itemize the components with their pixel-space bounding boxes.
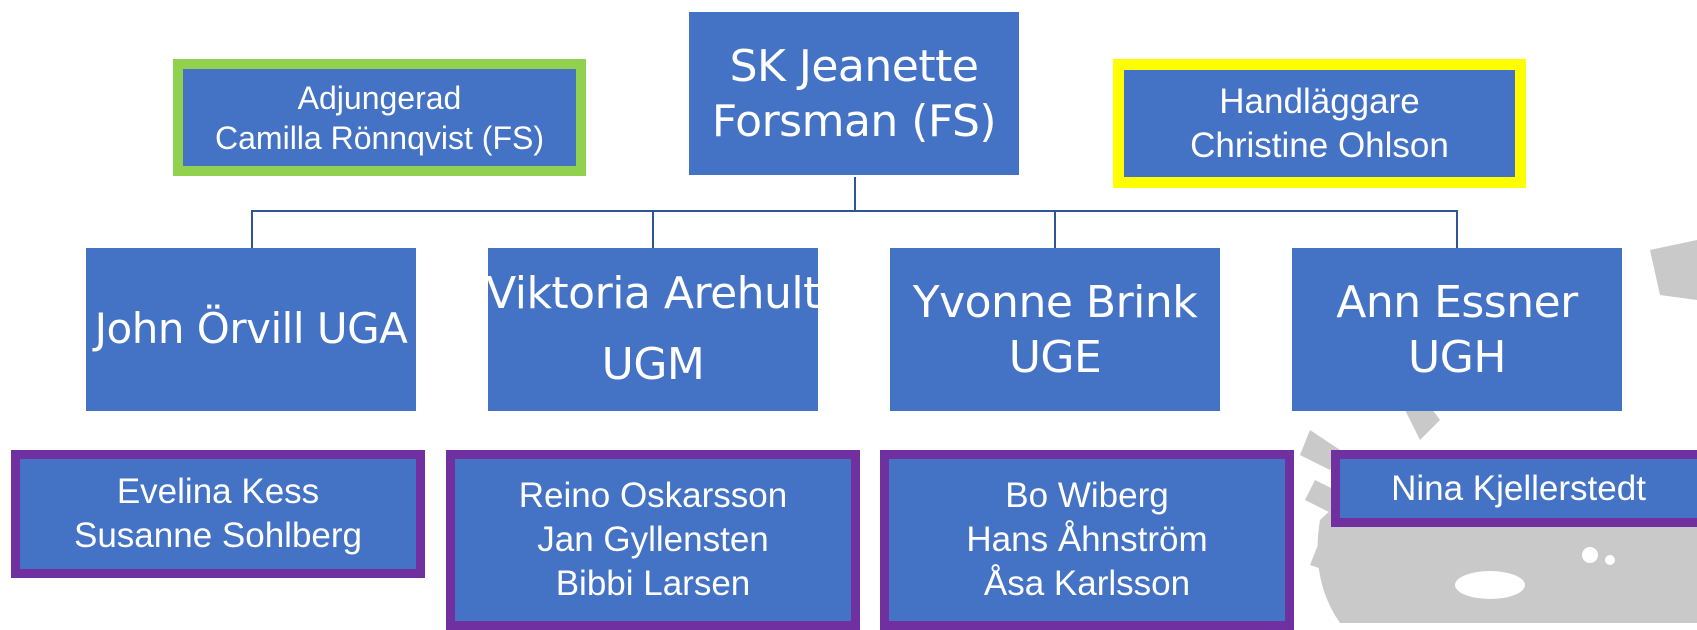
member-name: Evelina Kess xyxy=(116,472,320,512)
members-box-ugh: Nina Kjellerstedt xyxy=(1331,450,1697,527)
adjunct-box: Adjungerad Camilla Rönnqvist (FS) xyxy=(173,59,586,176)
unit-uga-line-1: John Örvill UGA xyxy=(94,304,408,354)
connector-drop-1 xyxy=(251,210,253,248)
unit-box-uga: John Örvill UGA xyxy=(86,248,416,411)
unit-box-uge: Yvonne Brink UGE xyxy=(890,248,1220,411)
member-name: Bibbi Larsen xyxy=(555,563,751,603)
unit-ugm-line-2: UGM xyxy=(601,338,705,390)
unit-box-ugm: Viktoria Arehult UGM xyxy=(486,248,820,411)
unit-uge-line-1: Yvonne Brink xyxy=(912,276,1198,328)
handler-line-1: Handläggare xyxy=(1219,81,1420,121)
member-name: Susanne Sohlberg xyxy=(74,516,362,555)
member-name: Nina Kjellerstedt xyxy=(1391,468,1646,508)
unit-box-ugh: Ann Essner UGH xyxy=(1292,248,1622,411)
connector-drop-4 xyxy=(1456,210,1458,248)
chair-line-2: Forsman (FS) xyxy=(711,95,997,147)
members-box-ugm: Reino Oskarsson Jan Gyllensten Bibbi Lar… xyxy=(446,450,860,630)
adjunct-line-1: Adjungerad xyxy=(297,79,462,116)
member-name: Åsa Karlsson xyxy=(983,563,1191,603)
handler-box: Handläggare Christine Ohlson xyxy=(1113,59,1526,188)
adjunct-line-2: Camilla Rönnqvist (FS) xyxy=(215,119,544,156)
unit-ugm-line-1: Viktoria Arehult xyxy=(486,268,820,320)
connector-top-stem xyxy=(854,177,856,211)
chair-line-1: SK Jeanette xyxy=(729,40,979,92)
chair-box: SK Jeanette Forsman (FS) xyxy=(689,12,1019,175)
unit-ugh-line-2: UGH xyxy=(1408,331,1506,383)
connector-drop-3 xyxy=(1054,210,1056,248)
connector-drop-2 xyxy=(652,210,654,248)
handler-line-2: Christine Ohlson xyxy=(1190,125,1449,165)
unit-ugh-line-1: Ann Essner xyxy=(1336,276,1578,328)
member-name: Bo Wiberg xyxy=(1005,476,1169,516)
connector-horizontal xyxy=(251,210,1458,212)
member-name: Hans Åhnström xyxy=(966,520,1208,560)
member-name: Reino Oskarsson xyxy=(518,476,788,516)
members-box-uga: Evelina Kess Susanne Sohlberg xyxy=(11,450,425,578)
unit-uge-line-2: UGE xyxy=(1008,331,1102,383)
members-box-uge: Bo Wiberg Hans Åhnström Åsa Karlsson xyxy=(880,450,1294,630)
member-name: Jan Gyllensten xyxy=(537,520,769,560)
